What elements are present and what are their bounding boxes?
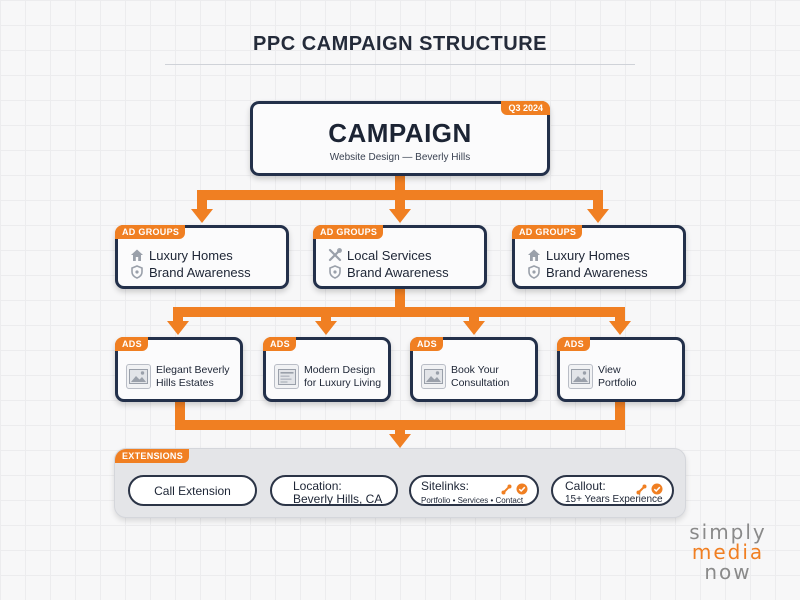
arrowhead-ad3 xyxy=(463,321,485,335)
check-badge-icon xyxy=(516,482,528,500)
campaign-card: Q3 2024 CAMPAIGN Website Design — Beverl… xyxy=(250,101,550,176)
ad-group-tag: AD GROUPS xyxy=(115,225,186,239)
campaign-period-badge: Q3 2024 xyxy=(501,101,550,115)
ad-group-tag: AD GROUPS xyxy=(512,225,583,239)
brand-logo-line: media xyxy=(691,540,765,564)
extensions-tag: EXTENSIONS xyxy=(115,449,190,463)
shield-icon xyxy=(327,264,343,280)
extension-location: Location: Beverly Hills, CA xyxy=(270,475,398,506)
arrowhead-ag1 xyxy=(191,209,213,223)
image-icon xyxy=(568,364,593,389)
ad-card: ADS View Portfolio xyxy=(557,337,685,402)
arrowhead-ag2 xyxy=(389,209,411,223)
ad-tag: ADS xyxy=(263,337,296,351)
ad-group-card: AD GROUPS Local Services Brand Awareness xyxy=(313,225,487,289)
ad-card: ADS Elegant Beverly Hills Estates xyxy=(115,337,243,402)
arrowhead-extensions xyxy=(389,434,411,448)
extension-sitelinks-label: Sitelinks: xyxy=(421,479,470,493)
ad-headline-continued: Portfolio xyxy=(598,377,637,389)
extensions-panel: EXTENSIONS Call Extension Location: Beve… xyxy=(114,448,686,518)
extension-location-value: Beverly Hills, CA xyxy=(293,492,383,506)
ad-tag: ADS xyxy=(410,337,443,351)
brand-logo-line: now xyxy=(704,560,752,584)
ad-headline: Modern Design xyxy=(304,364,376,376)
ad-tag: ADS xyxy=(557,337,590,351)
shield-icon xyxy=(129,264,145,280)
extension-callout-label: Callout: xyxy=(565,479,606,493)
extension-sitelinks: Sitelinks: Portfolio • Services • Contac… xyxy=(409,475,539,506)
image-icon xyxy=(126,364,151,389)
ad-group-card: AD GROUPS Luxury Homes Brand Awareness xyxy=(115,225,289,289)
extension-location-label: Location: xyxy=(293,479,342,493)
extension-sitelinks-value: Portfolio • Services • Contact xyxy=(421,496,524,505)
image-icon xyxy=(421,364,446,389)
ad-group-name: Luxury Homes xyxy=(149,247,233,263)
extension-callout-value: 15+ Years Experience xyxy=(565,494,663,505)
arrowhead-ag3 xyxy=(587,209,609,223)
document-icon xyxy=(274,364,299,389)
campaign-title: CAMPAIGN xyxy=(328,118,472,148)
home-icon xyxy=(129,247,145,263)
tools-icon xyxy=(327,247,343,263)
ad-headline: Book Your xyxy=(451,364,499,376)
extension-call-label: Call Extension xyxy=(154,484,231,498)
ad-group-theme: Brand Awareness xyxy=(546,264,648,280)
ad-headline-continued: for Luxury Living xyxy=(304,377,382,389)
campaign-subtitle: Website Design — Beverly Hills xyxy=(329,152,471,163)
extension-callout: Callout: 15+ Years Experience xyxy=(551,475,674,506)
page-title: PPC CAMPAIGN STRUCTURE xyxy=(253,33,547,55)
link-icon xyxy=(501,482,512,500)
ads-to-extensions-merge xyxy=(175,402,625,430)
brand-logo: simply media now xyxy=(673,522,783,582)
ad-group-theme: Brand Awareness xyxy=(149,264,251,280)
arrowhead-ad4 xyxy=(609,321,631,335)
ad-group-theme: Brand Awareness xyxy=(347,264,449,280)
extension-call: Call Extension xyxy=(128,475,257,506)
ad-card: ADS Modern Design for Luxury Living xyxy=(263,337,391,402)
ad-headline: View xyxy=(598,364,621,376)
ad-group-name: Luxury Homes xyxy=(546,247,630,263)
title-divider xyxy=(165,64,635,65)
ad-headline-continued: Hills Estates xyxy=(156,377,214,389)
home-icon xyxy=(526,247,542,263)
brand-logo-line: simply xyxy=(689,520,767,544)
shield-icon xyxy=(526,264,542,280)
ad-group-name: Local Services xyxy=(347,247,432,263)
check-badge-icon xyxy=(651,482,663,500)
ad-group-card: AD GROUPS Luxury Homes Brand Awareness xyxy=(512,225,686,289)
ad-headline: Elegant Beverly xyxy=(156,364,230,376)
ad-card: ADS Book Your Consultation xyxy=(410,337,538,402)
ad-group-tag: AD GROUPS xyxy=(313,225,384,239)
ad-tag: ADS xyxy=(115,337,148,351)
ad-headline-continued: Consultation xyxy=(451,377,510,389)
link-icon xyxy=(636,482,647,500)
arrowhead-ad2 xyxy=(315,321,337,335)
arrowhead-ad1 xyxy=(167,321,189,335)
